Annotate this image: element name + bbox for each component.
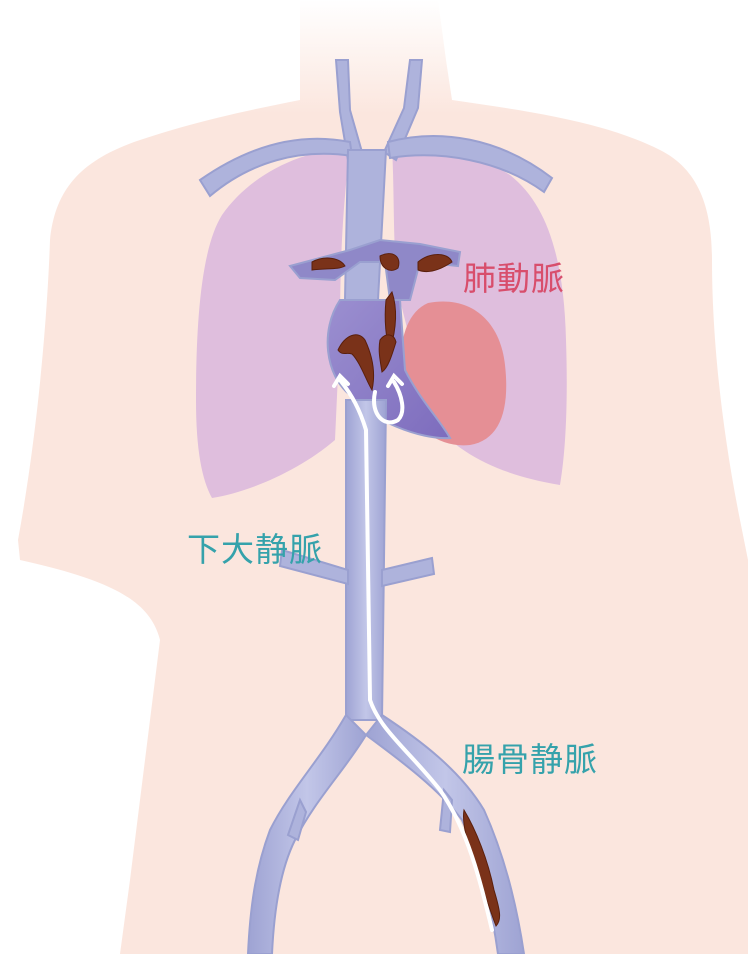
label-pulmonary-artery: 肺動脈 — [463, 262, 565, 295]
label-iliac-vein: 腸骨静脈 — [462, 743, 598, 776]
label-inferior-vena-cava: 下大静脈 — [187, 533, 323, 566]
superior-vena-cava — [345, 150, 386, 300]
